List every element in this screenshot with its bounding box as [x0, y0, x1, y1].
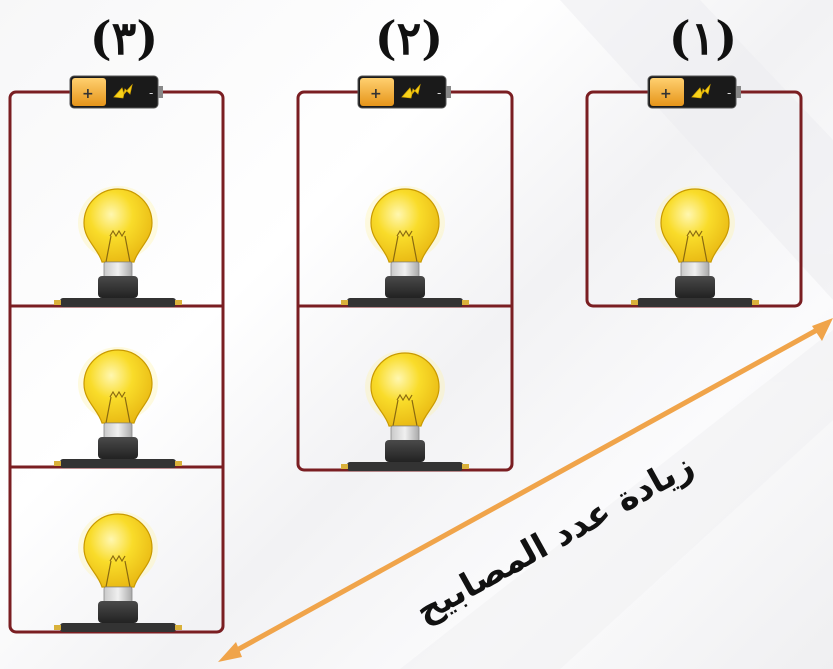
arrow-shaft — [225, 322, 829, 658]
battery-plus-sign: + — [370, 86, 382, 102]
lightning-bolt-icon — [113, 83, 133, 99]
bulb-filament-leads — [682, 235, 708, 263]
battery-minus-sign: - — [437, 86, 441, 100]
circuit-3-battery: +- — [69, 75, 163, 109]
bulb-filament-leads — [105, 235, 131, 263]
background-decoration — [400, 0, 833, 669]
bulb-socket — [385, 440, 425, 462]
battery-cap — [650, 78, 684, 106]
bulb-holder-plate — [347, 298, 463, 307]
bulb-holder-plate — [347, 462, 463, 471]
light-bulb-icon — [83, 349, 153, 424]
battery-plus-sign: + — [660, 86, 672, 102]
bulb-socket — [98, 437, 138, 459]
circuit-1-label: (١) — [669, 11, 737, 65]
light-bulb-icon — [370, 352, 440, 427]
bulb-terminal-right — [175, 300, 182, 305]
bulb-filament — [396, 393, 413, 402]
light-bulb-icon — [370, 188, 440, 263]
bulb-terminal-left — [54, 300, 61, 305]
bulb-socket — [385, 276, 425, 298]
circuit-3-bulb-1 — [54, 186, 182, 307]
circuit-2-battery: +- — [357, 75, 451, 109]
battery-cap — [360, 78, 394, 106]
circuit-3: (٣) +- — [8, 11, 225, 634]
bulb-filament — [109, 390, 126, 399]
bulb-filament — [109, 554, 126, 563]
bulb-filament-leads — [392, 399, 418, 427]
arrow-head-left — [218, 642, 242, 662]
battery-plus-sign: + — [82, 86, 94, 102]
bulb-screw-base — [680, 261, 710, 279]
light-bulb-icon — [83, 513, 153, 588]
bulb-terminal-left — [54, 625, 61, 630]
circuit-2-bulb-2 — [341, 350, 469, 471]
bulb-socket — [98, 601, 138, 623]
circuit-1-battery: +- — [647, 75, 741, 109]
bulb-filament-leads — [392, 235, 418, 263]
bulb-screw-base — [390, 261, 420, 279]
bulb-holder-plate — [60, 459, 176, 468]
circuit-1: (١) +- — [585, 11, 803, 308]
bulb-holder-plate — [637, 298, 753, 307]
battery-terminal — [158, 86, 163, 98]
circuit-2-label: (٢) — [375, 11, 443, 65]
circuit-3-label: (٣) — [90, 11, 158, 65]
bulb-screw-base — [103, 422, 133, 440]
circuit-2-bulb-1 — [341, 186, 469, 307]
bulb-screw-base — [390, 425, 420, 443]
lightning-bolt-icon — [691, 83, 711, 99]
bulb-terminal-left — [341, 300, 348, 305]
lightning-bolt-icon — [401, 83, 421, 99]
bulb-terminal-right — [175, 625, 182, 630]
bulb-terminal-left — [631, 300, 638, 305]
bulb-holder-plate — [60, 298, 176, 307]
bulb-filament-leads — [105, 396, 131, 424]
circuit-2: (٢) +- — [296, 11, 514, 472]
bulb-filament — [109, 229, 126, 238]
bulb-terminal-right — [462, 300, 469, 305]
bulb-terminal-left — [54, 461, 61, 466]
bulb-filament — [686, 229, 703, 238]
battery-cap — [72, 78, 106, 106]
bulb-socket — [98, 276, 138, 298]
bulb-terminal-right — [462, 464, 469, 469]
bulb-screw-base — [103, 261, 133, 279]
circuit-3-bulb-3 — [54, 511, 182, 632]
bulb-terminal-right — [752, 300, 759, 305]
battery-terminal — [736, 86, 741, 98]
bulb-screw-base — [103, 586, 133, 604]
increase-arrow — [218, 318, 833, 662]
bulb-terminal-left — [341, 464, 348, 469]
light-bulb-icon — [660, 188, 730, 263]
circuit-1-bulb-1 — [631, 186, 759, 307]
bulb-holder-plate — [60, 623, 176, 632]
circuit-3-bulb-2 — [54, 347, 182, 468]
light-bulb-icon — [83, 188, 153, 263]
bulb-socket — [675, 276, 715, 298]
battery-minus-sign: - — [727, 86, 731, 100]
bulb-filament-leads — [105, 560, 131, 588]
bulb-filament — [396, 229, 413, 238]
battery-minus-sign: - — [149, 86, 153, 100]
arrow-head-right — [812, 318, 833, 341]
battery-terminal — [446, 86, 451, 98]
bulb-terminal-right — [175, 461, 182, 466]
